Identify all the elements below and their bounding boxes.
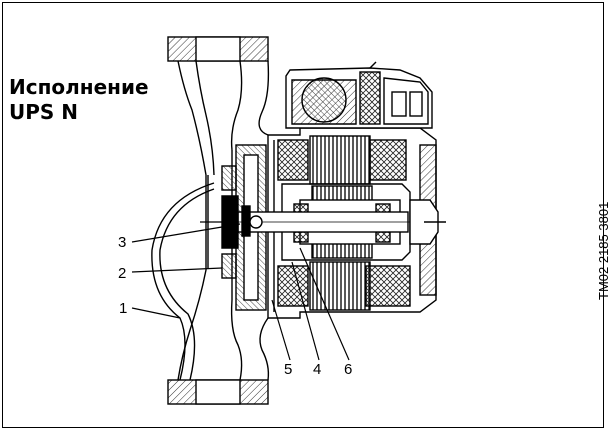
leader-6 [299, 247, 350, 361]
callout-6: 6 [344, 361, 352, 378]
leader-1 [131, 307, 181, 319]
leader-3 [131, 223, 241, 243]
title-line-1: Исполнение [9, 75, 149, 99]
callout-3: 3 [118, 234, 126, 251]
leader-lines [131, 223, 350, 361]
leader-4 [291, 261, 320, 361]
leader-2 [131, 267, 223, 273]
diagram-title: Исполнение UPS N [9, 75, 149, 125]
title-line-2: UPS N [9, 100, 79, 124]
leader-5 [271, 299, 291, 361]
callout-5: 5 [284, 361, 292, 378]
callout-1: 1 [119, 300, 127, 317]
motor [200, 127, 446, 319]
terminal-box [285, 61, 433, 129]
callout-2: 2 [118, 265, 126, 282]
callout-4: 4 [313, 361, 321, 378]
document-code: TM02 2185 3801 [596, 201, 608, 300]
pump-housing [151, 36, 270, 405]
